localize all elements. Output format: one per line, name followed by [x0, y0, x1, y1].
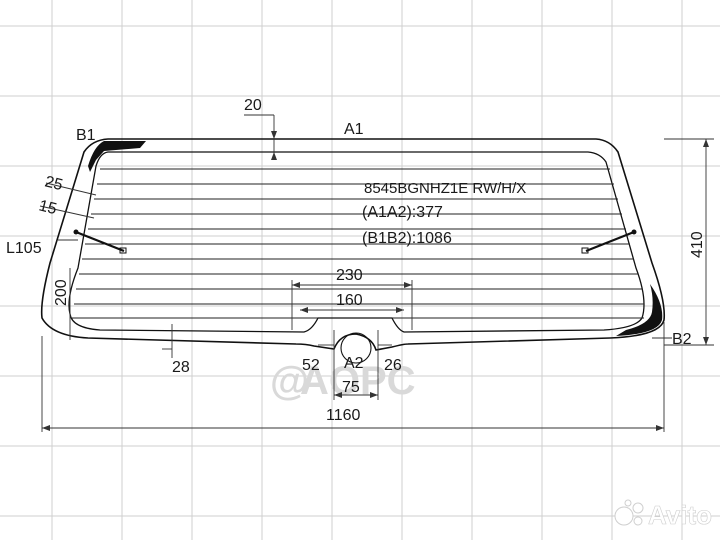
dim-corner-25: 25: [43, 173, 64, 194]
watermark-logo: @: [270, 359, 309, 403]
point-a2: A2: [344, 355, 364, 372]
dim-corner-15: 15: [37, 197, 58, 218]
dimension-lines: [39, 114, 714, 432]
dim-height-410: 410: [689, 231, 706, 258]
dim-total-1160: 1160: [326, 407, 361, 424]
dim-notch-75: 75: [342, 379, 360, 396]
avito-dots-icon: [614, 499, 644, 526]
part-b1b2: (B1B2):1086: [362, 230, 452, 247]
notch-circle: [340, 332, 372, 364]
dim-notch-52: 52: [302, 357, 320, 374]
part-a1a2: (A1A2):377: [362, 204, 443, 221]
point-a1: A1: [344, 121, 364, 138]
dim-left-200: 200: [53, 279, 70, 306]
dim-width-230: 230: [336, 267, 363, 284]
avito-watermark: Avito: [614, 499, 712, 530]
dim-bottom-28: 28: [172, 359, 190, 376]
wiper-right: [581, 229, 637, 254]
dim-top-gap: 20: [244, 97, 262, 114]
point-b2: B2: [672, 331, 692, 348]
dim-notch-26: 26: [384, 357, 402, 374]
wiper-left: [73, 229, 127, 254]
glass-outline: [40, 138, 666, 351]
point-b1: B1: [76, 127, 96, 144]
ceramic-corner-b2: [616, 284, 663, 336]
heater-lines: [72, 168, 644, 319]
dimension-arrows: [42, 131, 709, 431]
avito-brand: Avito: [648, 500, 712, 530]
dim-width-160: 160: [336, 292, 363, 309]
ceramic-corner-b1: [88, 141, 146, 172]
dim-left-l105: L105: [6, 240, 42, 257]
part-code: 8545BGNHZ1E RW/H/X: [364, 180, 526, 197]
watermark-text: AOPC: [300, 359, 416, 403]
